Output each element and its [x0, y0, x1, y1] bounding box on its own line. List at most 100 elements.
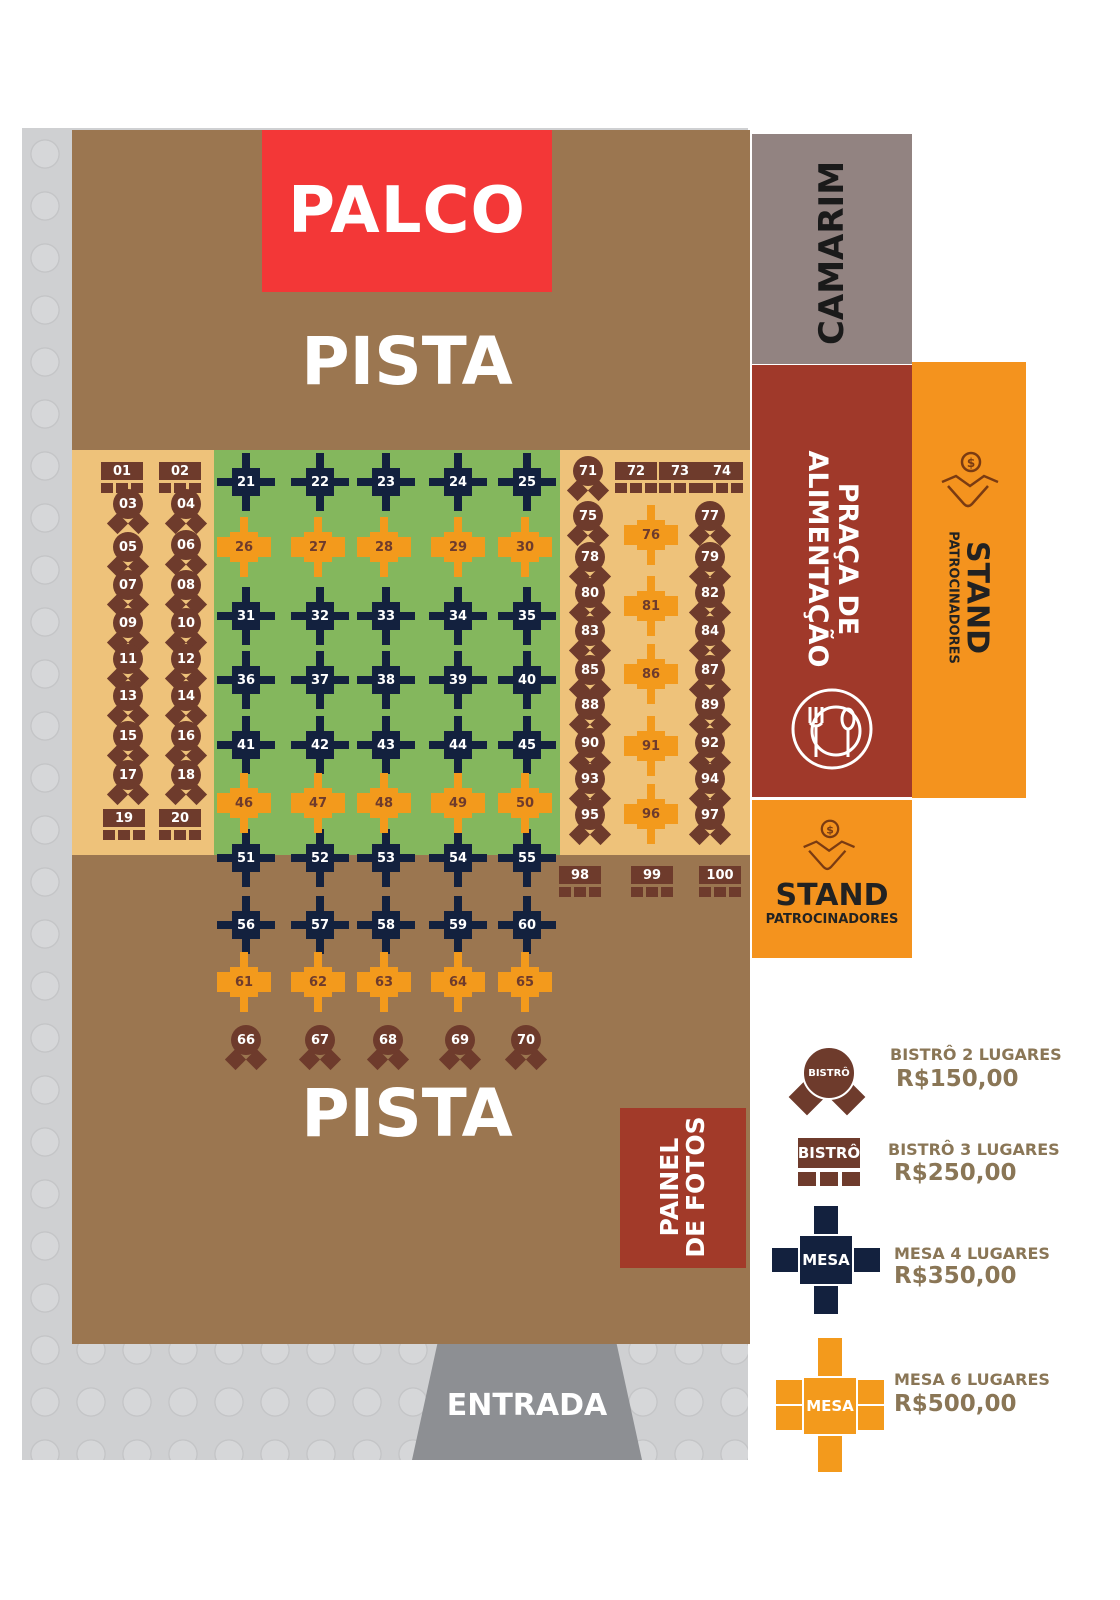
table-bistro2-11[interactable]: 11 — [106, 644, 150, 690]
table-mesa4-53[interactable]: 53 — [357, 829, 415, 887]
table-bistro2-88[interactable]: 88 — [568, 690, 612, 736]
table-bistro3-02[interactable]: 02 — [159, 462, 201, 494]
table-mesa6-63[interactable]: 63 — [357, 952, 411, 1012]
table-mesa4-58[interactable]: 58 — [357, 896, 415, 954]
table-mesa4-54[interactable]: 54 — [429, 829, 487, 887]
table-mesa4-44[interactable]: 44 — [429, 716, 487, 774]
table-mesa6-29[interactable]: 29 — [431, 517, 485, 577]
table-mesa6-49[interactable]: 49 — [431, 773, 485, 833]
table-mesa6-65[interactable]: 65 — [498, 952, 552, 1012]
table-bistro2-80[interactable]: 80 — [568, 578, 612, 624]
table-bistro2-13[interactable]: 13 — [106, 681, 150, 727]
table-bistro2-10[interactable]: 10 — [164, 608, 208, 654]
table-mesa6-91[interactable]: 91 — [624, 716, 678, 776]
table-bistro2-83[interactable]: 83 — [568, 616, 612, 662]
table-bistro2-15[interactable]: 15 — [106, 721, 150, 767]
table-mesa4-31[interactable]: 31 — [217, 587, 275, 645]
table-bistro2-66[interactable]: 66 — [224, 1025, 268, 1071]
table-bistro2-79[interactable]: 79 — [688, 542, 732, 588]
table-mesa6-48[interactable]: 48 — [357, 773, 411, 833]
table-mesa4-34[interactable]: 34 — [429, 587, 487, 645]
table-mesa4-57[interactable]: 57 — [291, 896, 349, 954]
table-bistro2-92[interactable]: 92 — [688, 728, 732, 774]
table-bistro2-84[interactable]: 84 — [688, 616, 732, 662]
table-bistro3-72[interactable]: 72 — [615, 462, 657, 494]
table-mesa4-52[interactable]: 52 — [291, 829, 349, 887]
table-mesa6-30[interactable]: 30 — [498, 517, 552, 577]
table-bistro2-06[interactable]: 06 — [164, 530, 208, 576]
table-bistro3-20[interactable]: 20 — [159, 809, 201, 841]
table-mesa6-26[interactable]: 26 — [217, 517, 271, 577]
table-bistro2-95[interactable]: 95 — [568, 800, 612, 846]
table-mesa4-40[interactable]: 40 — [498, 651, 556, 709]
table-mesa6-62[interactable]: 62 — [291, 952, 345, 1012]
table-bistro2-85[interactable]: 85 — [568, 655, 612, 701]
table-mesa4-35[interactable]: 35 — [498, 587, 556, 645]
table-bistro2-05[interactable]: 05 — [106, 532, 150, 578]
table-bistro2-12[interactable]: 12 — [164, 644, 208, 690]
table-bistro2-04[interactable]: 04 — [164, 489, 208, 535]
table-bistro2-93[interactable]: 93 — [568, 764, 612, 810]
table-mesa4-22[interactable]: 22 — [291, 453, 349, 511]
table-bistro3-74[interactable]: 74 — [701, 462, 743, 494]
table-mesa4-60[interactable]: 60 — [498, 896, 556, 954]
table-mesa6-47[interactable]: 47 — [291, 773, 345, 833]
table-mesa6-96[interactable]: 96 — [624, 784, 678, 844]
table-bistro2-68[interactable]: 68 — [366, 1025, 410, 1071]
table-bistro2-78[interactable]: 78 — [568, 542, 612, 588]
table-mesa4-51[interactable]: 51 — [217, 829, 275, 887]
table-mesa4-23[interactable]: 23 — [357, 453, 415, 511]
table-bistro2-08[interactable]: 08 — [164, 570, 208, 616]
table-mesa4-25[interactable]: 25 — [498, 453, 556, 511]
table-mesa4-24[interactable]: 24 — [429, 453, 487, 511]
table-bistro2-90[interactable]: 90 — [568, 728, 612, 774]
table-bistro2-67[interactable]: 67 — [298, 1025, 342, 1071]
table-mesa4-38[interactable]: 38 — [357, 651, 415, 709]
table-bistro3-100[interactable]: 100 — [699, 866, 741, 898]
table-mesa6-86[interactable]: 86 — [624, 644, 678, 704]
table-mesa4-32[interactable]: 32 — [291, 587, 349, 645]
table-bistro2-89[interactable]: 89 — [688, 690, 732, 736]
table-mesa6-46[interactable]: 46 — [217, 773, 271, 833]
table-mesa4-39[interactable]: 39 — [429, 651, 487, 709]
table-mesa6-50[interactable]: 50 — [498, 773, 552, 833]
table-mesa4-37[interactable]: 37 — [291, 651, 349, 709]
table-bistro2-07[interactable]: 07 — [106, 570, 150, 616]
table-mesa4-21[interactable]: 21 — [217, 453, 275, 511]
table-mesa6-27[interactable]: 27 — [291, 517, 345, 577]
table-bistro3-98[interactable]: 98 — [559, 866, 601, 898]
table-mesa4-33[interactable]: 33 — [357, 587, 415, 645]
table-bistro3-01[interactable]: 01 — [101, 462, 143, 494]
table-bistro2-94[interactable]: 94 — [688, 764, 732, 810]
table-bistro3-73[interactable]: 73 — [659, 462, 701, 494]
table-mesa6-81[interactable]: 81 — [624, 576, 678, 636]
table-mesa4-55[interactable]: 55 — [498, 829, 556, 887]
table-bistro2-14[interactable]: 14 — [164, 681, 208, 727]
table-mesa6-64[interactable]: 64 — [431, 952, 485, 1012]
table-mesa6-76[interactable]: 76 — [624, 505, 678, 565]
table-bistro2-71[interactable]: 71 — [566, 456, 610, 502]
table-bistro2-03[interactable]: 03 — [106, 489, 150, 535]
table-mesa4-43[interactable]: 43 — [357, 716, 415, 774]
table-mesa4-36[interactable]: 36 — [217, 651, 275, 709]
table-bistro2-70[interactable]: 70 — [504, 1025, 548, 1071]
table-mesa4-45[interactable]: 45 — [498, 716, 556, 774]
table-bistro2-16[interactable]: 16 — [164, 721, 208, 767]
table-bistro2-82[interactable]: 82 — [688, 578, 732, 624]
table-mesa6-61[interactable]: 61 — [217, 952, 271, 1012]
table-mesa6-28[interactable]: 28 — [357, 517, 411, 577]
table-mesa4-56[interactable]: 56 — [217, 896, 275, 954]
table-mesa4-41[interactable]: 41 — [217, 716, 275, 774]
table-mesa4-59[interactable]: 59 — [429, 896, 487, 954]
table-bistro3-19[interactable]: 19 — [103, 809, 145, 841]
table-bistro2-75[interactable]: 75 — [566, 501, 610, 547]
table-bistro2-17[interactable]: 17 — [106, 760, 150, 806]
table-bistro2-09[interactable]: 09 — [106, 608, 150, 654]
table-bistro2-87[interactable]: 87 — [688, 655, 732, 701]
table-bistro2-18[interactable]: 18 — [164, 760, 208, 806]
table-bistro2-97[interactable]: 97 — [688, 800, 732, 846]
table-bistro2-77[interactable]: 77 — [688, 501, 732, 547]
table-bistro3-99[interactable]: 99 — [631, 866, 673, 898]
table-bistro2-69[interactable]: 69 — [438, 1025, 482, 1071]
table-mesa4-42[interactable]: 42 — [291, 716, 349, 774]
